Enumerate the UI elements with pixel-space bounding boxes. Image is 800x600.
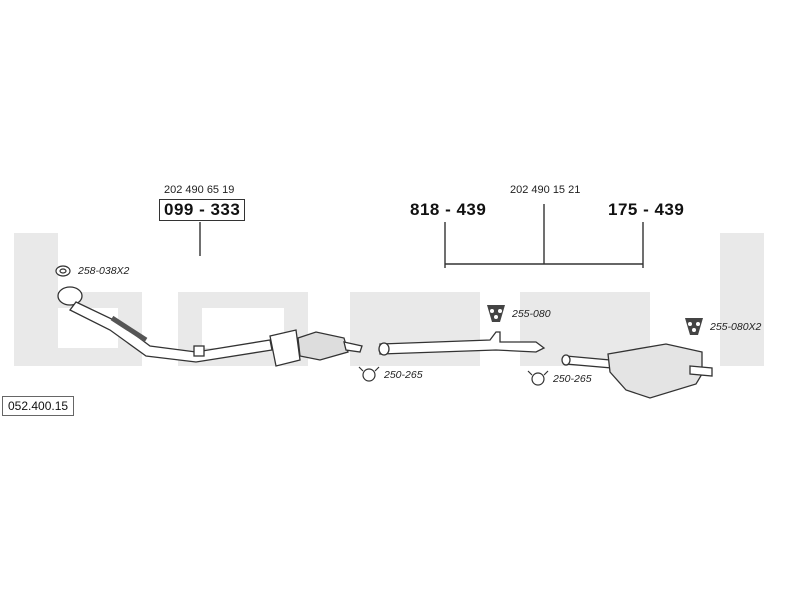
- catalytic-converter: [269, 329, 363, 367]
- middle-pipe: [378, 331, 546, 356]
- diagram-code: 052.400.15: [2, 396, 75, 416]
- hanger-code-2[interactable]: 255-080X2: [710, 321, 762, 333]
- clamp-icon-2: [527, 370, 549, 386]
- hanger-code-1[interactable]: 255-080: [512, 308, 551, 320]
- hanger-icon-1: [487, 305, 505, 322]
- hanger-icon-2: [685, 318, 703, 335]
- gasket-code[interactable]: 258-038X2: [78, 265, 130, 277]
- clamp-code-1[interactable]: 250-265: [384, 369, 423, 381]
- oe-number-2: 202 490 15 21: [510, 184, 581, 196]
- part-number-818-439[interactable]: 818 - 439: [410, 200, 487, 219]
- rear-silencer: [561, 343, 713, 399]
- oe-number-1: 202 490 65 19: [164, 184, 235, 196]
- part-number-175-439[interactable]: 175 - 439: [608, 200, 685, 219]
- clamp-icon-1: [358, 366, 380, 382]
- clamp-code-2[interactable]: 250-265: [553, 373, 592, 385]
- part-number-099-333[interactable]: 099 - 333: [159, 199, 246, 221]
- front-pipe: [57, 286, 273, 363]
- gasket-icon: [55, 265, 71, 277]
